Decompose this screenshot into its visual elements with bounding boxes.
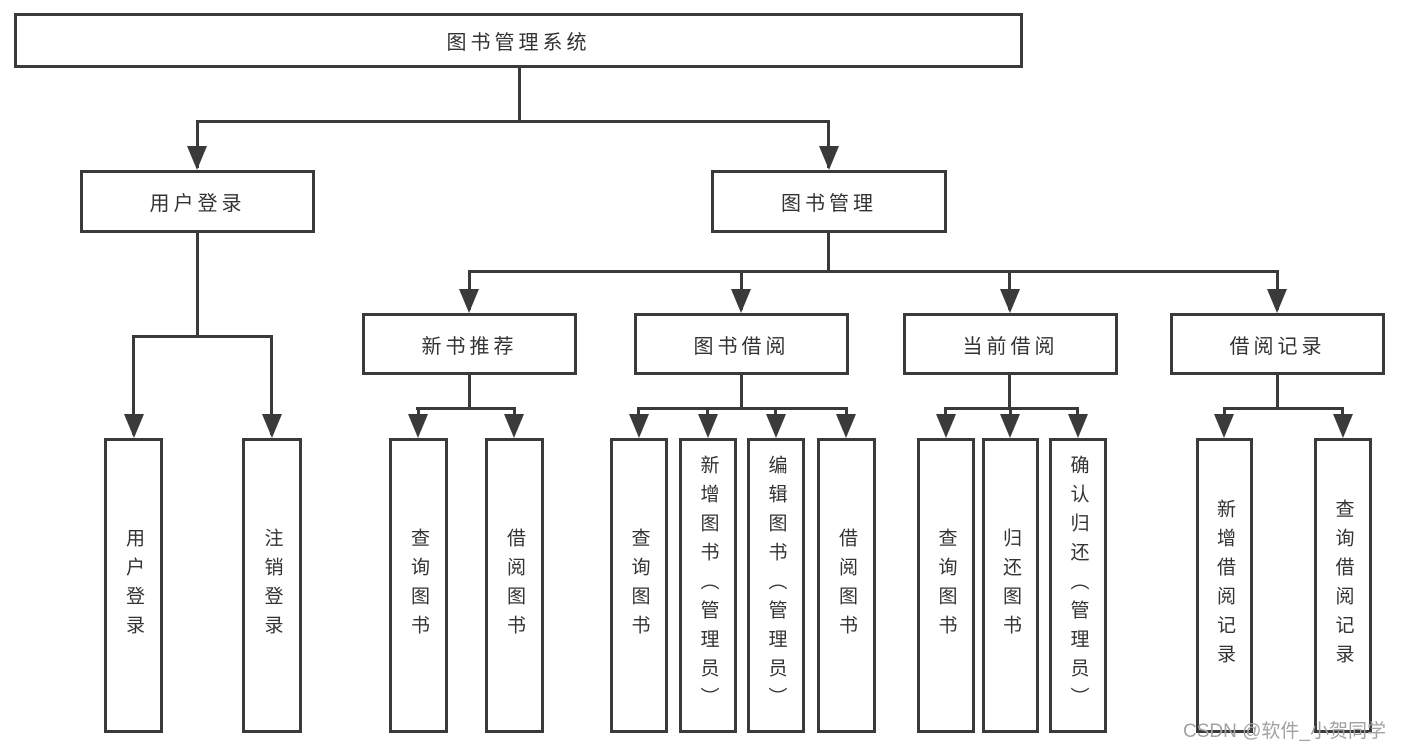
- connector-bb-stem: [740, 373, 743, 409]
- arrowhead-book-borrow: [731, 289, 751, 313]
- connector-l3-bus: [468, 270, 1279, 273]
- arrowhead-leaf-user-login: [124, 414, 144, 438]
- leaf-logout: 注销登录: [242, 438, 302, 733]
- leaf-label: 借阅图书: [504, 527, 525, 644]
- node-book-borrow: 图书借阅: [634, 313, 849, 375]
- leaf-label: 新增图书（管理员）: [697, 455, 719, 716]
- arrowhead-new-book-rec: [459, 289, 479, 313]
- leaf-cb-confirm-return: 确认归还（管理员）: [1049, 438, 1107, 733]
- arrowhead-cb-return-book: [1000, 414, 1020, 438]
- leaf-label: 用户登录: [123, 527, 144, 644]
- leaf-br-add-record: 新增借阅记录: [1196, 438, 1253, 733]
- leaf-label: 借阅图书: [836, 527, 857, 644]
- node-borrow-records: 借阅记录: [1170, 313, 1385, 375]
- arrowhead-bb-edit-book: [766, 414, 786, 438]
- connector-br-bus: [1223, 407, 1344, 410]
- arrowhead-user-login: [187, 146, 207, 170]
- leaf-label: 查询图书: [408, 527, 429, 644]
- leaf-bb-add-book: 新增图书（管理员）: [679, 438, 737, 733]
- connector-rec-bus: [416, 407, 516, 410]
- arrowhead-rec-borrow-books: [504, 414, 524, 438]
- leaf-label: 确认归还（管理员）: [1067, 455, 1089, 716]
- node-current-borrow: 当前借阅: [903, 313, 1118, 375]
- node-label: 图书借阅: [693, 335, 790, 358]
- arrowhead-current-borrow: [1000, 289, 1020, 313]
- arrowhead-bb-query-books: [629, 414, 649, 438]
- connector-book-mgmt-stem: [827, 231, 830, 272]
- leaf-bb-query-books: 查询图书: [610, 438, 668, 733]
- connector-br-stem: [1276, 373, 1279, 409]
- leaf-cb-query-books: 查询图书: [917, 438, 975, 733]
- arrowhead-book-mgmt: [819, 146, 839, 170]
- node-label: 图书管理: [781, 193, 877, 215]
- watermark: CSDN @软件_小贺同学: [1183, 721, 1386, 742]
- arrowhead-borrow-records: [1267, 289, 1287, 313]
- connector-l2-drop-book-mgmt: [827, 120, 830, 168]
- node-label: 用户登录: [149, 193, 246, 215]
- arrowhead-cb-query-books: [936, 414, 956, 438]
- leaf-rec-borrow-books: 借阅图书: [485, 438, 544, 733]
- leaf-label: 编辑图书（管理员）: [765, 455, 787, 716]
- connector-l2-drop-user-login: [196, 120, 199, 168]
- arrowhead-bb-borrow-books: [836, 414, 856, 438]
- node-book-mgmt: 图书管理: [711, 170, 947, 233]
- leaf-br-query-record: 查询借阅记录: [1314, 438, 1372, 733]
- arrowhead-rec-query-books: [408, 414, 428, 438]
- connector-root-stem: [518, 64, 521, 122]
- node-label: 当前借阅: [962, 335, 1059, 358]
- connector-user-drop-login: [132, 335, 135, 435]
- leaf-label: 查询借阅记录: [1332, 498, 1354, 673]
- leaf-cb-return-book: 归还图书: [982, 438, 1039, 733]
- leaf-rec-query-books: 查询图书: [389, 438, 448, 733]
- node-label: 新书推荐: [421, 335, 518, 358]
- node-root: 图书管理系统: [14, 13, 1023, 68]
- leaf-label: 新增借阅记录: [1214, 498, 1235, 673]
- leaf-bb-edit-book: 编辑图书（管理员）: [747, 438, 805, 733]
- node-label: 借阅记录: [1229, 335, 1326, 358]
- arrowhead-br-add-record: [1214, 414, 1234, 438]
- node-user-login: 用户登录: [80, 170, 315, 233]
- leaf-label: 归还图书: [1000, 527, 1021, 644]
- leaf-label: 查询图书: [935, 527, 957, 644]
- leaf-label: 注销登录: [261, 527, 283, 644]
- connector-user-drop-logout: [270, 335, 273, 435]
- leaf-user-login: 用户登录: [104, 438, 163, 733]
- node-label: 图书管理系统: [446, 32, 591, 54]
- connector-l2-bus: [196, 120, 830, 123]
- leaf-bb-borrow-books: 借阅图书: [817, 438, 876, 733]
- leaf-label: 查询图书: [628, 527, 650, 644]
- connector-user-login-stem: [196, 231, 199, 337]
- connector-cb-stem: [1008, 373, 1011, 409]
- arrowhead-br-query-record: [1333, 414, 1353, 438]
- connector-rec-stem: [468, 373, 471, 409]
- node-new-book-rec: 新书推荐: [362, 313, 577, 375]
- connector-bb-bus: [637, 407, 848, 410]
- arrowhead-bb-add-book: [698, 414, 718, 438]
- arrowhead-cb-confirm-return: [1068, 414, 1088, 438]
- arrowhead-leaf-logout: [262, 414, 282, 438]
- connector-user-bus: [132, 335, 273, 338]
